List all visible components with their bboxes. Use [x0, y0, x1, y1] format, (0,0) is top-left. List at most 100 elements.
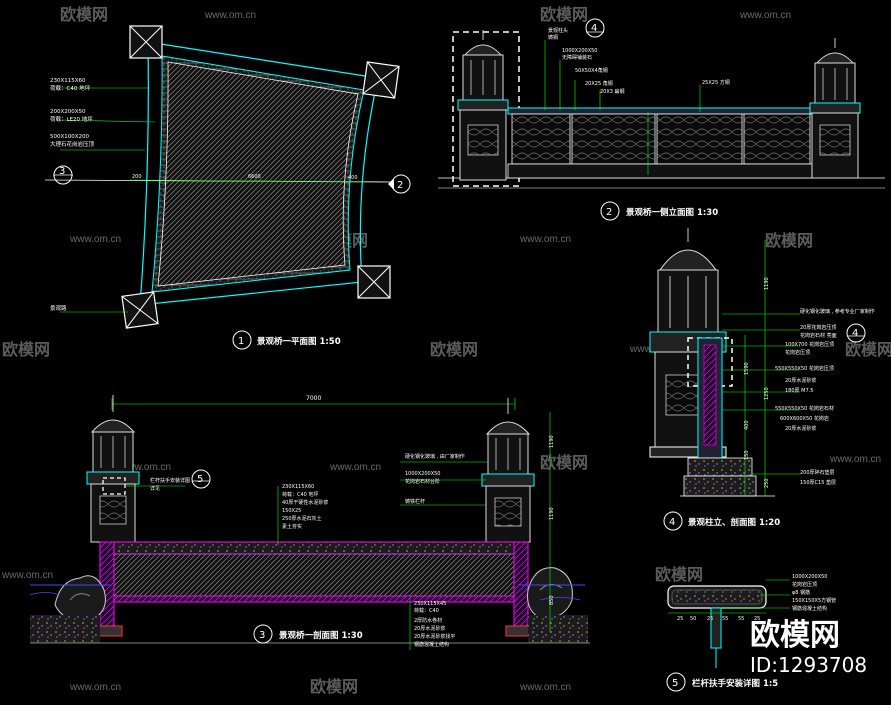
- main-note: 钢筋混凝土结构: [414, 641, 449, 648]
- bridge-deck-surface: [109, 541, 519, 555]
- handrail-note: 花岗岩压顶: [792, 581, 817, 588]
- main-note: 铸铁栏杆: [405, 498, 425, 505]
- main-note: 详见: [150, 485, 160, 492]
- main-top-dim: 7000: [111, 395, 516, 410]
- bridge-deck-body: [109, 553, 519, 597]
- column-marker: 4: [846, 323, 866, 343]
- plan-corner-column: [129, 25, 163, 59]
- title-number: 2: [606, 207, 612, 218]
- watermark-url: www.om.cn: [119, 462, 171, 473]
- plan-title-block: 1 景观桥一平面图 1:50: [232, 330, 341, 350]
- side-elevation-notes: 景观柱头 铸铜 1000X200X50 无障碍铺装石 50X50X4角钢 20X…: [544, 27, 730, 175]
- column-note: 硬化钢化玻璃 , 参考专业厂家制作: [800, 308, 875, 315]
- main-notes-bottom: 230X115X45 荷载：C40 2厚防水卷材 20厚水泥砂浆 20厚水泥砂浆…: [409, 598, 455, 650]
- bridge-deck-edge: [507, 163, 814, 179]
- marker-number: 4: [591, 23, 597, 34]
- side-elevation-title: 景观桥一侧立面图 1:30: [626, 207, 718, 218]
- plan-note: 大理石花岗岩压顶: [50, 140, 95, 148]
- main-title: 景观桥一剖面图 1:30: [279, 630, 363, 641]
- watermark-row-4: www.om.cn www.om.cn 欧模网 www.om.cn: [119, 453, 881, 473]
- handrail-note: 钢筋混凝土结构: [792, 605, 827, 612]
- watermark-badge: 欧模网 ID:1293708: [750, 618, 867, 677]
- section-marker-2: 2: [388, 174, 411, 194]
- watermark-brand: 欧模网: [430, 340, 478, 359]
- elevation-note: 50X50X4角钢: [575, 67, 608, 74]
- column-note: 200厚碎石垫层: [800, 469, 835, 476]
- watermark-url: www.om.cn: [739, 10, 791, 21]
- main-elevation-view: 7000: [29, 395, 590, 650]
- title-number: 1: [238, 336, 244, 347]
- main-note: 荷载：C40 地坪: [282, 491, 318, 498]
- plan-leader-notes: 230X115X60 荷载：C40 地坪 200X200X50 荷载：LE20 …: [50, 78, 156, 313]
- main-note: 素土夯实: [282, 523, 302, 530]
- watermark-row-1: 欧模网 www.om.cn 欧模网 www.om.cn: [60, 5, 791, 24]
- watermark-url: www.om.cn: [69, 234, 121, 245]
- watermark-url: www.om.cn: [329, 462, 381, 473]
- plan-corner-column: [121, 291, 159, 329]
- marker-number: 3: [59, 166, 65, 177]
- main-note: 40厚干硬性水泥砂浆: [282, 499, 328, 506]
- plan-herringbone-paving: [157, 61, 359, 287]
- side-elevation-view: 景观柱头 铸铜 1000X200X50 无障碍铺装石 50X50X4角钢 20X…: [438, 18, 885, 221]
- elevation-note: 20X25 角钢: [585, 80, 613, 87]
- elevation-note: 铸铜: [548, 34, 558, 41]
- watermark-row-6: www.om.cn 欧模网 www.om.cn: [69, 677, 571, 696]
- railing-panels: [511, 113, 811, 165]
- main-note: 荷载：C40: [414, 607, 439, 614]
- watermark-url: www.om.cn: [519, 682, 571, 693]
- column-note: 花岗岩石材 亮面: [800, 332, 837, 339]
- main-dim-text: 1190: [549, 435, 555, 448]
- railing-top: [507, 107, 814, 115]
- ground-fill: [30, 615, 590, 644]
- plan-corner-column: [362, 61, 400, 99]
- handrail-dim-text: 25: [754, 616, 760, 622]
- watermark-row-3: 欧模网 欧模网 www.om.cn 欧模网: [2, 340, 891, 359]
- plan-note: 景观路: [50, 304, 67, 312]
- elevation-note: 1000X200X50: [562, 48, 597, 54]
- column-dim-text: 1250: [764, 387, 770, 400]
- watermark-brand: 欧模网: [310, 677, 358, 696]
- main-note: 230X115X45: [414, 601, 446, 607]
- plan-dim-text: 6600: [248, 174, 261, 180]
- main-notes-middle: 230X115X60 荷载：C40 地坪 40厚干硬性水泥砂浆 150X25 2…: [277, 484, 328, 545]
- handrail-dim-text: 55: [738, 616, 744, 622]
- elevation-note: 景观柱头: [548, 27, 568, 34]
- watermark-url: www.om.cn: [519, 234, 571, 245]
- handrail-dim-text: 55: [722, 616, 728, 622]
- handrail-core: [671, 589, 763, 605]
- column-dim-text: 400: [744, 420, 750, 430]
- abutment-right: [505, 541, 537, 637]
- main-note: 2厚防水卷材: [414, 617, 442, 624]
- watermark-brand: 欧模网: [60, 5, 108, 24]
- main-note: 花岗岩石材台阶: [405, 478, 440, 485]
- main-dim-text: 7000: [306, 395, 321, 402]
- plan-note: 200X200X50: [50, 109, 86, 115]
- badge-id: ID:1293708: [750, 653, 867, 677]
- main-note: 150X25: [282, 508, 301, 514]
- column-dim-line: 1190 1590 1250 400 150 250: [744, 240, 770, 496]
- column-note: 600X600X50 花岗岩: [780, 415, 829, 422]
- column-title-block: 4 景观柱立、剖面图 1:20: [663, 511, 780, 531]
- watermark-brand: 欧模网: [765, 231, 813, 250]
- plan-note: 荷载：LE20 地坪: [50, 115, 93, 123]
- handrail-dim-text: 50: [690, 616, 696, 622]
- watermark-url: www.om.cn: [829, 454, 881, 465]
- title-number: 5: [672, 678, 678, 689]
- main-side-dims: 1190 1190 850: [549, 412, 555, 632]
- marker-number: 2: [397, 180, 403, 191]
- plan-view: 200 6600 400 3 2 230X115X60 荷载：C40 地坪 20…: [44, 25, 411, 350]
- column-note: 20厚花岗岩压顶: [800, 324, 836, 331]
- plan-corner-column: [357, 265, 391, 299]
- water-line: [29, 584, 585, 601]
- handrail-title-block: 5 栏杆扶手安装详图 1:5: [666, 672, 778, 692]
- elevation-note: 无障碍铺装石: [562, 54, 592, 61]
- plan-title: 景观桥一平面图 1:50: [257, 336, 341, 347]
- elevation-note: 25X25 方钢: [702, 79, 730, 86]
- column-dim-text: 1590: [744, 362, 750, 375]
- handrail-note: 1000X200X50: [792, 574, 827, 580]
- plan-note: 500X100X200: [50, 134, 90, 140]
- rocks-left: [54, 575, 106, 622]
- handrail-post: [710, 607, 722, 649]
- main-note: 250厚水泥石灰土: [282, 515, 322, 522]
